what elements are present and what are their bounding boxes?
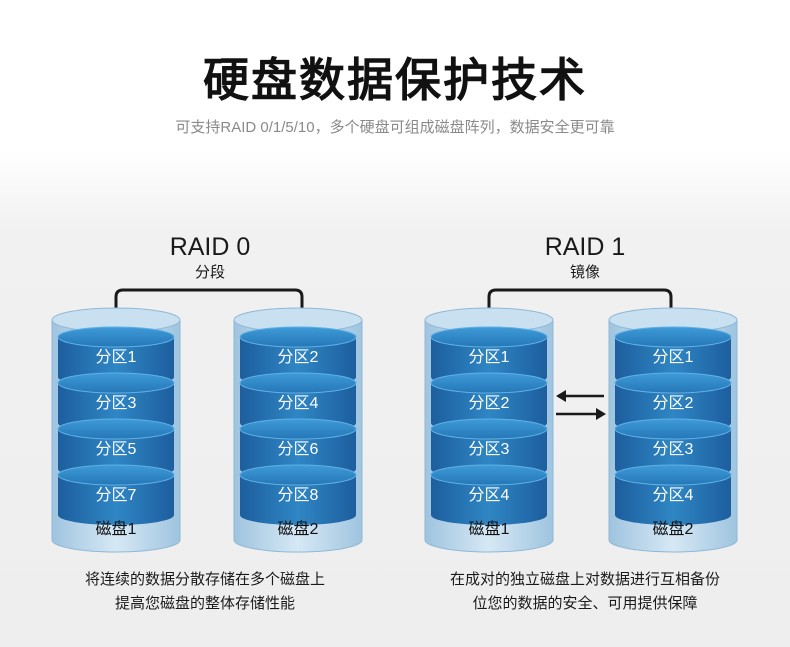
raid1-title: RAID 1 [544,233,626,261]
raid1-caption: 在成对的独立磁盘上对数据进行互相备份 位您的数据的安全、可用提供保障 [405,568,765,616]
disk-label: 磁盘2 [278,519,319,538]
partition-label: 分区1 [469,348,510,366]
raid1-connector [487,288,673,326]
raid0-connector [114,288,304,326]
disk-label: 磁盘1 [96,519,137,538]
mirror-arrows-icon [556,390,606,420]
partition-label: 分区3 [653,440,694,458]
raid0-disk-2: 分区2 分区4 分区6 分区8 磁盘2 [233,307,363,553]
partition-label: 分区3 [469,440,510,458]
partition-label: 分区8 [278,486,319,504]
raid0-caption: 将连续的数据分散存储在多个磁盘上 提高您磁盘的整体存储性能 [25,568,385,616]
partition-segment: 分区8 [239,464,357,525]
raid1-disk-1: 分区1 分区2 分区3 分区4 磁盘1 [424,307,554,553]
disk-label: 磁盘1 [469,519,510,538]
raid0-disk-1: 分区1 分区3 分区5 分区7 磁盘1 [51,307,181,553]
page-title: 硬盘数据保护技术 [203,53,587,107]
raid0-subtitle: 分段 [194,264,225,281]
partition-label: 分区4 [278,394,319,412]
raid0-caption-line1: 将连续的数据分散存储在多个磁盘上 [84,571,325,588]
partition-label: 分区2 [469,394,510,412]
partition-label: 分区6 [278,440,319,458]
raid1-subtitle: 镜像 [569,264,600,281]
raid1-caption-line1: 在成对的独立磁盘上对数据进行互相备份 [449,571,720,588]
partition-label: 分区4 [653,486,694,504]
partition-segment: 分区4 [430,464,548,525]
raid1-disk-2: 分区1 分区2 分区3 分区4 磁盘2 [608,307,738,553]
partition-segment: 分区7 [57,464,175,525]
page-subtitle: 可支持RAID 0/1/5/10，多个硬盘可组成磁盘阵列，数据安全更可靠 [175,119,615,136]
disk-label: 磁盘2 [653,519,694,538]
partition-label: 分区2 [278,348,319,366]
raid1-caption-line2: 位您的数据的安全、可用提供保障 [472,595,698,612]
partition-label: 分区5 [96,440,137,458]
partition-label: 分区7 [96,486,137,504]
partition-segment: 分区4 [614,464,732,525]
partition-label: 分区1 [653,348,694,366]
partition-label: 分区2 [653,394,694,412]
raid0-caption-line2: 提高您磁盘的整体存储性能 [114,595,295,612]
partition-label: 分区3 [96,394,137,412]
partition-label: 分区1 [96,348,137,366]
raid0-title: RAID 0 [169,233,251,261]
partition-label: 分区4 [469,486,510,504]
